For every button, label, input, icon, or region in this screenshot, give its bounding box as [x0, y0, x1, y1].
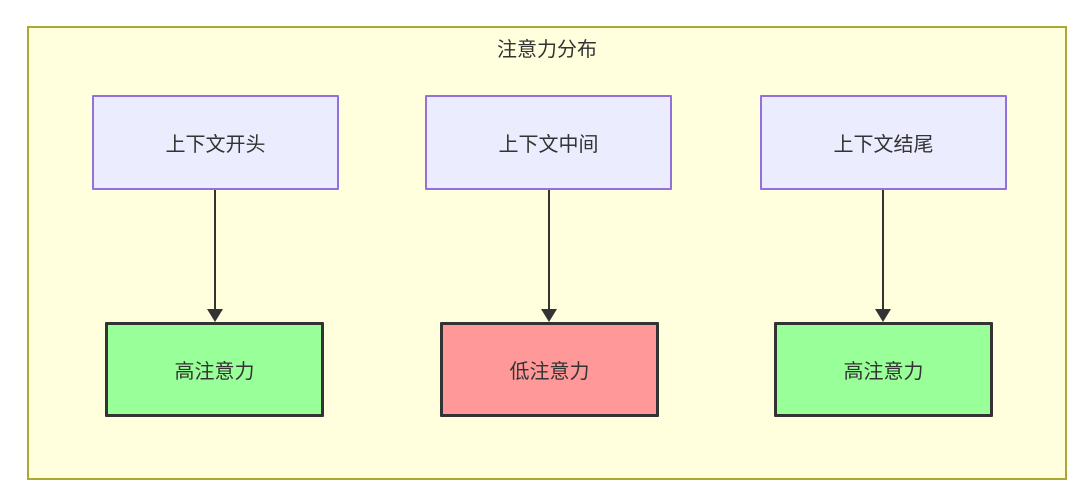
node-context-end: 上下文结尾 — [760, 95, 1007, 190]
node-context-start: 上下文开头 — [92, 95, 339, 190]
attention-distribution-cluster: 注意力分布 上下文开头 高注意力 上下文中间 低注意力 上下文结尾 高注意力 — [27, 26, 1067, 480]
arrowhead-icon — [207, 309, 223, 322]
arrow-line — [882, 190, 884, 310]
node-low-attention-middle: 低注意力 — [440, 322, 659, 417]
arrow-line — [548, 190, 550, 310]
arrow-line — [214, 190, 216, 310]
node-high-attention-end: 高注意力 — [774, 322, 993, 417]
arrowhead-icon — [541, 309, 557, 322]
node-context-middle: 上下文中间 — [425, 95, 672, 190]
cluster-title: 注意力分布 — [497, 39, 597, 61]
arrowhead-icon — [875, 309, 891, 322]
node-high-attention-start: 高注意力 — [105, 322, 324, 417]
